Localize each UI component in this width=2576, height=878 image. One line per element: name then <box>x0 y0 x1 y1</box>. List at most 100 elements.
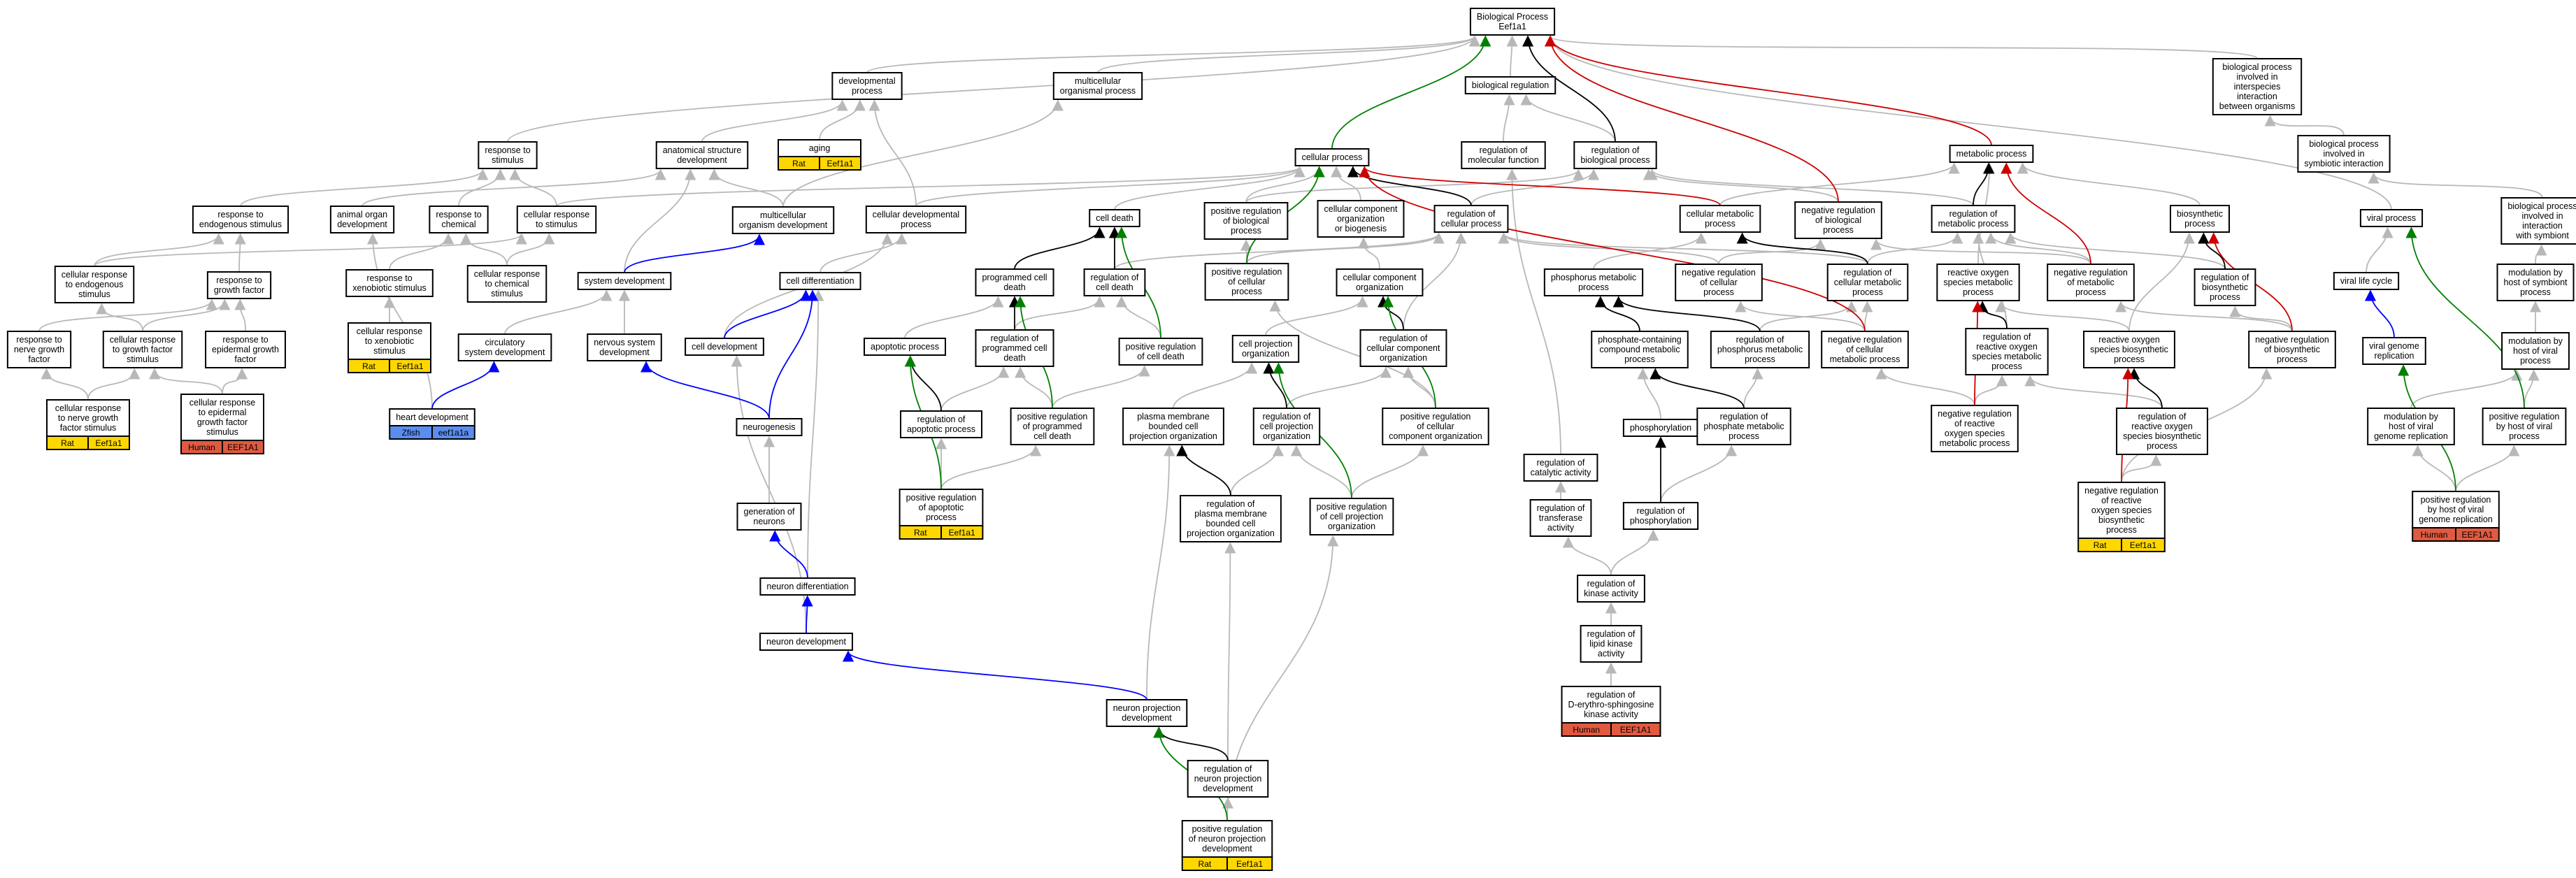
node-phosph[interactable]: phosphorylation <box>1622 419 1699 437</box>
node-celldev[interactable]: cell development <box>685 338 764 356</box>
node-cellproc[interactable]: cellular process <box>1294 148 1370 166</box>
node-sysdev[interactable]: system development <box>577 272 672 290</box>
node-neurdiff[interactable]: neuron differentiation <box>759 577 856 596</box>
node-neurdev[interactable]: neuron development <box>759 633 853 651</box>
node-viral[interactable]: viral process <box>2359 209 2424 227</box>
node-metab[interactable]: metabolic process <box>1949 145 2034 163</box>
node-neurogen[interactable]: neurogenesis <box>736 418 803 436</box>
node-apop[interactable]: apoptotic process <box>864 338 946 356</box>
node-label-line: regulation of <box>1380 333 1428 343</box>
node-regsphingo[interactable]: regulation ofD-erythro-sphingosinekinase… <box>1561 686 1661 737</box>
node-bioreg[interactable]: biological regulation <box>1464 76 1557 94</box>
node-celldeath[interactable]: cell death <box>1089 209 1140 227</box>
node-celldiff[interactable]: cell differentiation <box>779 272 861 290</box>
node-virlife[interactable]: viral life cycle <box>2333 272 2400 290</box>
